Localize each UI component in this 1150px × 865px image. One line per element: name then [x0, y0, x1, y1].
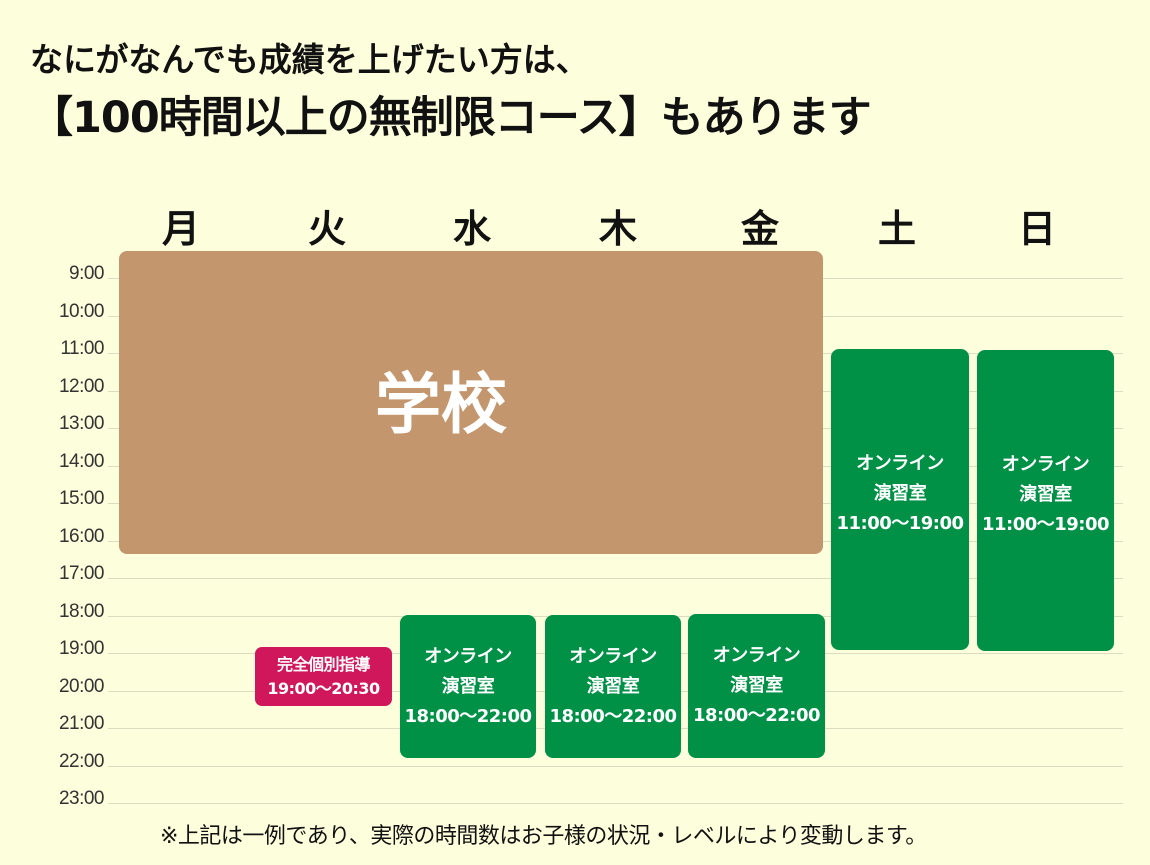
time-label: 9:00 [69, 263, 104, 284]
block-title: オンライン [424, 645, 512, 667]
day-wed: 水 [452, 207, 491, 251]
school-block: 学校 [119, 251, 823, 554]
block-subtitle: 演習室 [730, 675, 783, 696]
online-study-block-sun: オンライン 演習室 11:00〜19:00 [977, 350, 1114, 651]
school-label: 学校 [375, 366, 507, 443]
time-label: 17:00 [58, 563, 105, 584]
block-time: 18:00〜22:00 [404, 705, 532, 727]
time-label: 13:00 [58, 413, 105, 434]
online-study-block-thu: オンライン 演習室 18:00〜22:00 [545, 615, 681, 758]
time-label: 18:00 [58, 601, 105, 622]
block-time: 11:00〜19:00 [981, 514, 1110, 535]
time-label: 23:00 [58, 788, 105, 809]
headline-line-2: 【100時間以上の無制限コース】もあります [30, 93, 872, 143]
block-time: 11:00〜19:00 [836, 513, 964, 534]
online-study-block-wed: オンライン 演習室 18:00〜22:00 [400, 615, 536, 758]
block-title: オンライン [569, 645, 657, 667]
block-subtitle: 演習室 [873, 483, 927, 504]
time-label: 19:00 [58, 638, 105, 659]
day-sat: 土 [877, 207, 916, 251]
online-study-block-sat: オンライン 演習室 11:00〜19:00 [831, 349, 969, 650]
day-tue: 火 [307, 207, 346, 251]
block-time: 18:00〜22:00 [549, 705, 677, 727]
footnote: ※上記は一例であり、実際の時間数はお子様の状況・レベルにより変動します。 [160, 824, 927, 849]
grid-line [108, 578, 1123, 579]
day-mon: 月 [161, 207, 200, 251]
block-time: 19:00〜20:30 [267, 678, 380, 698]
time-label: 15:00 [58, 488, 105, 509]
time-label: 10:00 [58, 301, 105, 322]
time-label: 14:00 [58, 451, 105, 472]
block-subtitle: 演習室 [1019, 484, 1072, 505]
block-title: 完全個別指導 [276, 654, 371, 674]
block-title: オンライン [712, 645, 801, 666]
block-subtitle: 演習室 [441, 675, 495, 697]
time-label: 11:00 [60, 338, 104, 359]
day-thu: 木 [598, 207, 637, 251]
block-title: オンライン [1001, 454, 1090, 475]
time-label: 16:00 [58, 526, 105, 547]
grid-line [108, 766, 1123, 767]
grid-line [108, 803, 1123, 804]
day-sun: 日 [1017, 207, 1056, 251]
time-label: 21:00 [58, 713, 105, 734]
online-study-block-fri: オンライン 演習室 18:00〜22:00 [688, 614, 825, 758]
time-label: 20:00 [58, 676, 105, 697]
time-label: 22:00 [58, 751, 105, 772]
personal-tutoring-block: 完全個別指導 19:00〜20:30 [255, 647, 392, 706]
time-label: 12:00 [58, 376, 105, 397]
block-time: 18:00〜22:00 [692, 705, 821, 726]
day-fri: 金 [740, 207, 779, 251]
block-title: オンライン [856, 453, 944, 474]
headline-line-1: なにがなんでも成績を上げたい方は、 [30, 40, 589, 79]
block-subtitle: 演習室 [586, 675, 640, 697]
